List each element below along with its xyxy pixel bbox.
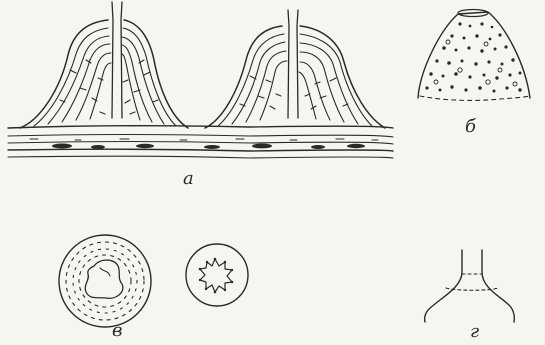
- panel-g-outline-drawing: [425, 250, 515, 322]
- panel-b-dome-drawing: [418, 10, 530, 101]
- panel-label-b: б: [465, 118, 476, 136]
- panel-label-a: а: [183, 170, 194, 188]
- panel-v-cross-sections: [59, 235, 248, 327]
- panel-a-section-drawing: [8, 2, 393, 158]
- panel-label-g: г: [470, 323, 479, 341]
- panel-label-v: в: [112, 322, 122, 340]
